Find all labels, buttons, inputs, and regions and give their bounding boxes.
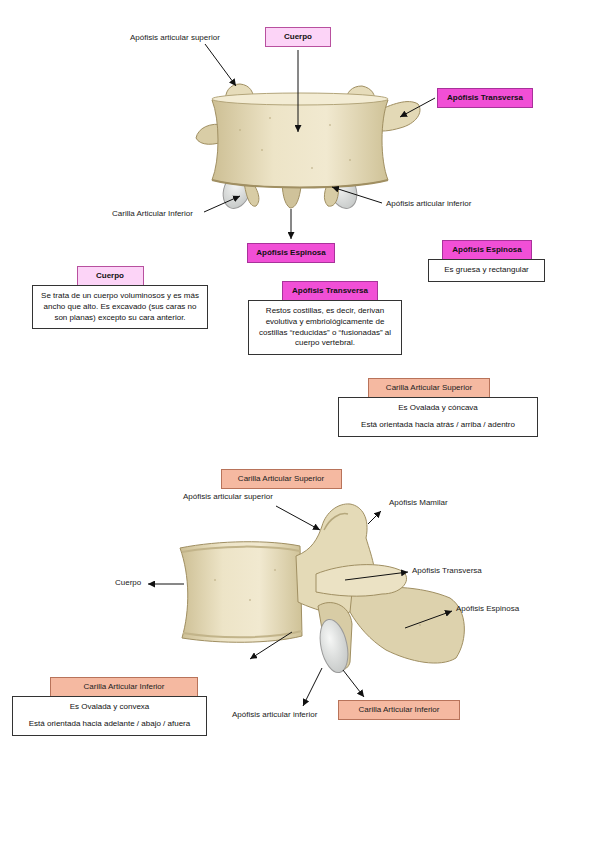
part-label: Cuerpo — [115, 578, 141, 588]
part-label: Apófisis articular inferior — [386, 199, 471, 209]
box-text: Apófisis Transversa — [291, 286, 369, 296]
leader-line — [250, 632, 292, 659]
leader-line — [368, 511, 381, 524]
box-text: Carilla Articular Inferior — [59, 682, 189, 692]
box-text: Carilla Articular Superior — [230, 474, 333, 484]
info-box: Es Ovalada y cóncavaEstá orientada hacia… — [338, 397, 538, 437]
leader-line — [303, 668, 322, 706]
box-text: Cuerpo — [274, 32, 322, 42]
box-text: Apófisis Espinosa — [451, 245, 523, 255]
leader-line — [148, 584, 184, 585]
bone-dot — [239, 129, 241, 131]
bone-dot — [269, 117, 271, 119]
lateral-view — [180, 504, 464, 675]
leader-line — [405, 611, 452, 628]
box-text: Carilla Articular Superior — [377, 383, 481, 393]
part-label: Apófisis articular inferior — [232, 710, 317, 720]
part-label-box: Cuerpo — [265, 27, 331, 47]
part-label: Apófisis articular superior — [183, 492, 273, 502]
vertebral-body — [212, 94, 388, 188]
leader-line — [298, 50, 299, 132]
heading-box: Cuerpo — [77, 266, 144, 286]
body-rim — [182, 547, 300, 552]
part-label: Apófisis Espinosa — [456, 604, 519, 614]
vertebral-body — [180, 542, 302, 643]
leader-line — [400, 98, 435, 117]
leader-lines — [148, 44, 452, 706]
leader-line — [332, 187, 382, 203]
info-box: Se trata de un cuerpo voluminosos y es m… — [32, 285, 208, 329]
bone-dot — [214, 579, 216, 581]
bone-dot — [419, 624, 421, 626]
transverse-process — [316, 565, 407, 597]
body-rim — [183, 631, 302, 637]
info-box: Es gruesa y rectangular — [428, 259, 545, 282]
box-text: Está orientada hacia adelante / abajo / … — [19, 719, 200, 730]
box-text: Es Ovalada y cóncava — [345, 403, 531, 414]
part-label-box: Carilla Articular Superior — [221, 469, 342, 489]
part-label-box: Carilla Articular Inferior — [338, 700, 460, 720]
leader-line — [205, 44, 236, 86]
box-text: Está orientada hacia atrás / arriba / ad… — [345, 420, 531, 431]
superior-facet-edge — [324, 514, 348, 530]
bone-dot — [329, 124, 331, 126]
bone-dot — [349, 159, 351, 161]
part-label-box: Apófisis Transversa — [437, 88, 533, 108]
leader-line — [343, 670, 364, 697]
heading-box: Carilla Articular Superior — [368, 378, 490, 398]
info-box: Es Ovalada y convexaEstá orientada hacia… — [12, 696, 207, 736]
bone-dot — [261, 149, 263, 151]
inferior-facet — [316, 617, 353, 675]
part-label: Apófisis Transversa — [412, 566, 482, 576]
part-label: Apófisis articular superior — [130, 33, 220, 43]
box-text: Apófisis Transversa — [446, 93, 524, 103]
body-rim — [212, 93, 388, 105]
box-text: Apófisis Espinosa — [256, 248, 325, 258]
bone-dot — [249, 599, 251, 601]
leader-line — [345, 572, 408, 580]
box-text: Es gruesa y rectangular — [435, 265, 538, 276]
bone-dot — [274, 569, 276, 571]
part-label-box: Apófisis Espinosa — [247, 243, 334, 263]
leader-line — [276, 506, 320, 530]
heading-box: Apófisis Transversa — [282, 281, 378, 301]
bone-texture — [214, 569, 421, 626]
spinous-process — [350, 587, 464, 663]
info-box: Restos costillas, es decir, derivan evol… — [248, 300, 402, 355]
bone-texture — [239, 117, 351, 169]
part-label: Carilla Articular Inferior — [112, 209, 193, 219]
heading-box: Apófisis Espinosa — [442, 240, 532, 260]
leader-line — [204, 196, 240, 212]
box-text: Restos costillas, es decir, derivan evol… — [255, 306, 395, 349]
part-label: Apófisis Mamilar — [389, 498, 448, 508]
bone-dot — [311, 167, 313, 169]
heading-box: Carilla Articular Inferior — [50, 677, 198, 697]
body-rim — [212, 180, 388, 188]
anterior-view — [196, 84, 420, 212]
box-text: Es Ovalada y convexa — [19, 702, 200, 713]
box-text: Cuerpo — [86, 271, 135, 281]
box-text: Carilla Articular Inferior — [347, 705, 451, 715]
leader-line — [291, 209, 292, 239]
box-text: Se trata de un cuerpo voluminosos y es m… — [39, 291, 201, 323]
